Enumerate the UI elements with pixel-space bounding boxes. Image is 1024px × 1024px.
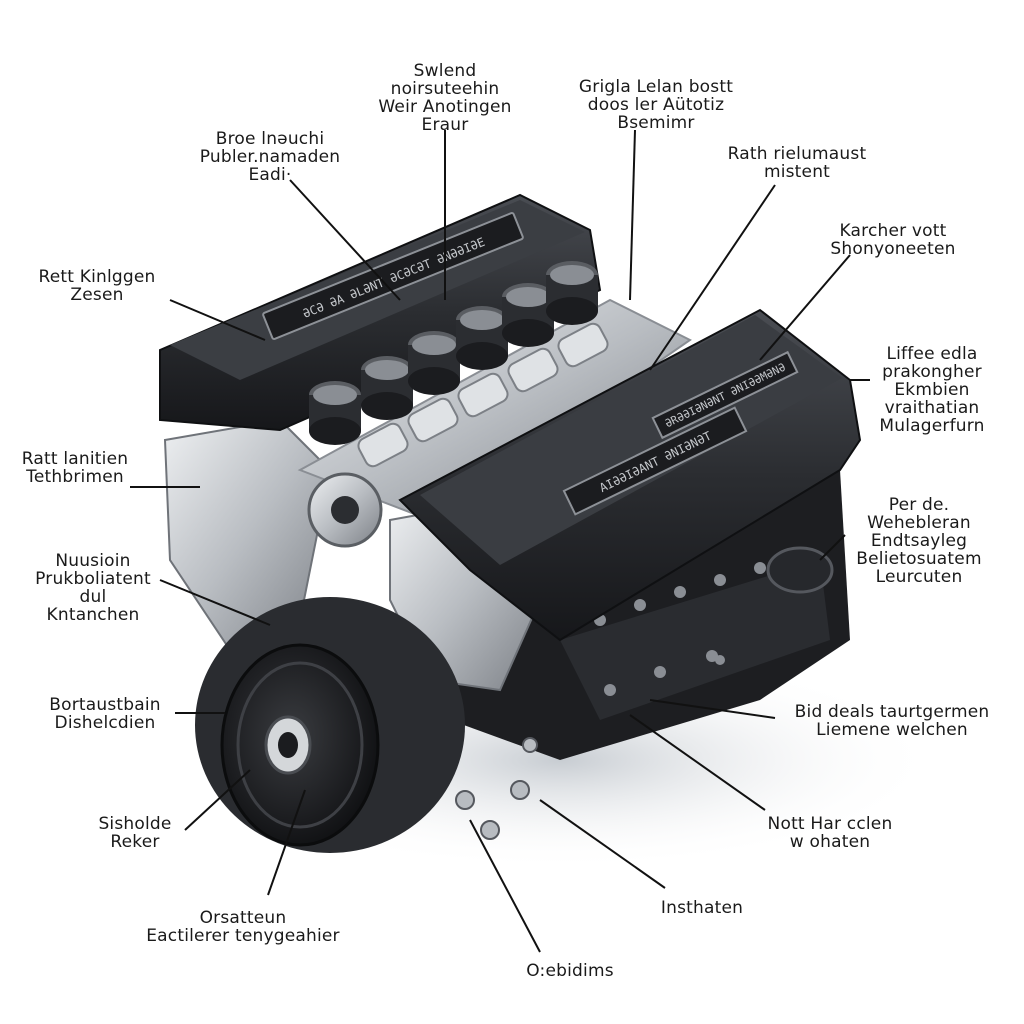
leader-right-5 bbox=[649, 699, 776, 719]
idler-hub bbox=[331, 496, 359, 524]
pulley-groove bbox=[236, 661, 364, 829]
leader-left-3 bbox=[159, 579, 271, 626]
leader-top-left bbox=[289, 179, 401, 301]
leader-bottom-right bbox=[539, 799, 666, 889]
label-bottom-right: Insthaten bbox=[660, 898, 744, 918]
leader-right-top bbox=[649, 184, 776, 371]
label-bottom: O:ebidims bbox=[526, 961, 614, 981]
leader-bottom bbox=[469, 819, 541, 953]
side-accessory bbox=[766, 546, 834, 594]
coil-packs bbox=[309, 261, 598, 445]
intake-runners bbox=[357, 322, 609, 468]
block-detail bbox=[560, 560, 830, 720]
leader-left-5 bbox=[184, 769, 251, 831]
block-bolts bbox=[594, 562, 766, 696]
leader-right-6 bbox=[629, 714, 766, 811]
front-sensors bbox=[455, 737, 538, 840]
leader-bottom-left bbox=[267, 789, 306, 896]
left-cover-plate bbox=[262, 212, 524, 340]
leader-top-right bbox=[629, 129, 636, 301]
right-cover-plate-top bbox=[651, 350, 799, 440]
right-cover-plate-front bbox=[562, 406, 748, 516]
leader-right-4 bbox=[819, 534, 846, 561]
pulley-center bbox=[278, 732, 298, 758]
leader-left-1 bbox=[169, 299, 266, 341]
leader-right-2 bbox=[759, 254, 851, 361]
